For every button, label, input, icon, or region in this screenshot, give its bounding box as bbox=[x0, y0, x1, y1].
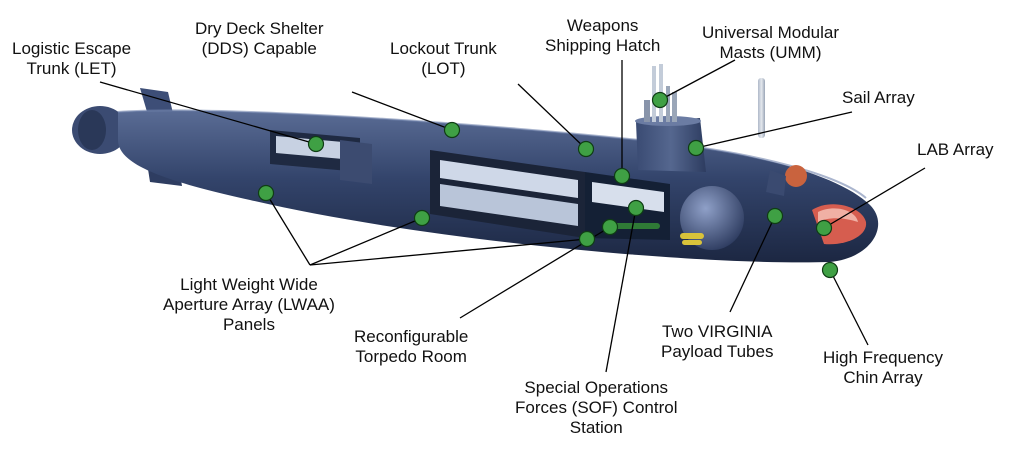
leader-line-vpt bbox=[729, 215, 776, 313]
sail bbox=[636, 118, 706, 172]
marker-sail bbox=[687, 139, 705, 157]
marker-let bbox=[307, 135, 325, 153]
leader-line-lwaa-1 bbox=[265, 192, 311, 266]
marker-weapons bbox=[613, 167, 631, 185]
label-universal-modular-masts: Universal Modular Masts (UMM) bbox=[702, 23, 839, 62]
marker-lot bbox=[577, 140, 595, 158]
marker-chin bbox=[821, 261, 839, 279]
label-dry-deck-shelter: Dry Deck Shelter (DDS) Capable bbox=[195, 19, 324, 58]
label-lab-array: LAB Array bbox=[917, 140, 994, 159]
label-reconfigurable-torpedo-room: Reconfigurable Torpedo Room bbox=[354, 327, 469, 366]
leader-line-sail bbox=[695, 111, 853, 149]
marker-lwaa-2 bbox=[413, 209, 431, 227]
marker-torpedo bbox=[601, 218, 619, 236]
leader-line-umm bbox=[659, 59, 736, 101]
label-virginia-payload-tubes: Two VIRGINIA Payload Tubes bbox=[661, 322, 774, 361]
label-logistic-escape-trunk: Logistic Escape Trunk (LET) bbox=[12, 39, 132, 78]
label-lwaa-panels: Light Weight Wide Aperture Array (LWAA) … bbox=[163, 275, 335, 334]
leader-line-dds bbox=[351, 91, 453, 131]
marker-lwaa-1 bbox=[257, 184, 275, 202]
label-sof-control-station: Special Operations Forces (SOF) Control … bbox=[515, 378, 678, 437]
leader-line-lwaa-2 bbox=[309, 217, 423, 266]
label-lockout-trunk: Lockout Trunk (LOT) bbox=[390, 39, 497, 78]
marker-lab bbox=[815, 219, 833, 237]
marker-vpt bbox=[766, 207, 784, 225]
leader-line-lot bbox=[517, 83, 587, 150]
label-high-frequency-chin-array: High Frequency Chin Array bbox=[823, 348, 944, 387]
label-weapons-shipping-hatch: Weapons Shipping Hatch bbox=[545, 16, 661, 55]
leader-line-let bbox=[99, 81, 317, 145]
label-sail-array: Sail Array bbox=[842, 88, 915, 107]
marker-dds bbox=[443, 121, 461, 139]
marker-lwaa-3 bbox=[578, 230, 596, 248]
leader-line-lab bbox=[823, 167, 926, 229]
markers bbox=[257, 91, 839, 279]
marker-umm bbox=[651, 91, 669, 109]
leader-line-lwaa-3 bbox=[309, 238, 588, 266]
leader-line-sof bbox=[605, 207, 637, 373]
leader-line-chin bbox=[829, 269, 869, 346]
marker-sof bbox=[627, 199, 645, 217]
